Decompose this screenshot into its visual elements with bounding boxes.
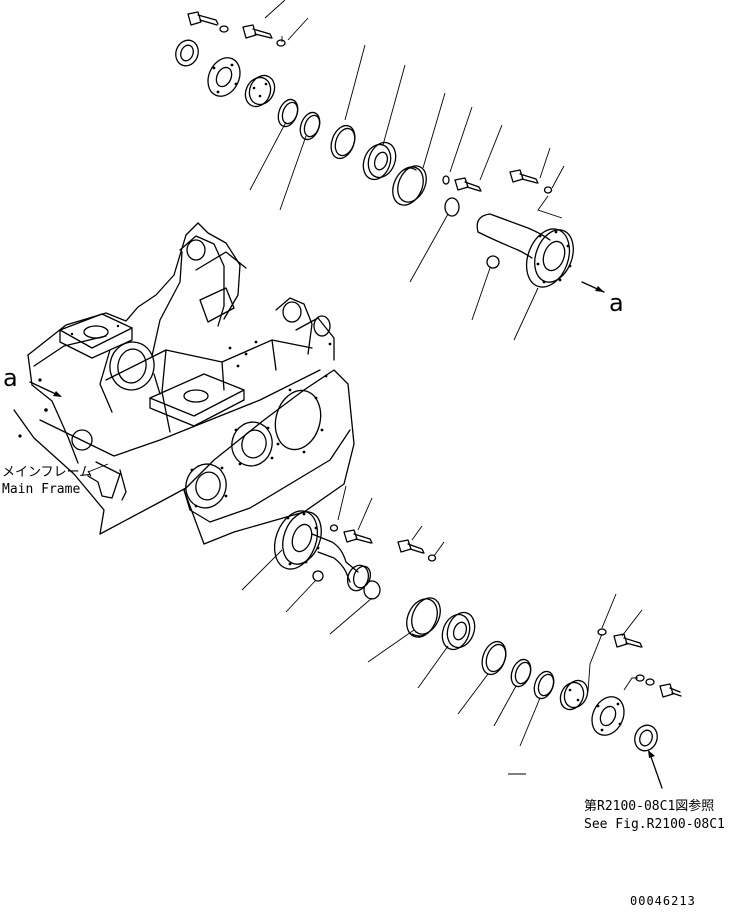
lower-bearing xyxy=(441,611,476,651)
upper-retainer-plate xyxy=(392,165,427,206)
upper-bolt-1 xyxy=(187,11,229,33)
upper-leader-lines xyxy=(249,0,565,341)
main-frame xyxy=(13,222,355,545)
upper-bolt-4 xyxy=(509,169,553,194)
upper-bearing xyxy=(362,141,397,181)
upper-small-washer xyxy=(442,175,450,185)
reference-label-jp: 第R2100-08C1図参照 xyxy=(584,799,715,814)
view-marker-left: a xyxy=(3,364,18,392)
lower-retainer-plate xyxy=(406,597,441,638)
lower-bolt-1 xyxy=(329,524,373,544)
upper-arrow-to-a xyxy=(581,281,605,293)
document-number: 00046213 xyxy=(630,894,696,908)
main-frame-leader xyxy=(87,463,109,473)
left-arrow-from-a xyxy=(29,381,62,397)
upper-cover-flange xyxy=(207,57,241,97)
lower-bolt-2 xyxy=(397,539,437,562)
upper-plug-washer xyxy=(444,197,460,217)
upper-axle-shaft-housing xyxy=(476,213,574,288)
reference-arrow xyxy=(648,750,663,789)
lower-leader-lines xyxy=(241,485,643,775)
lower-cover-flange xyxy=(591,696,625,736)
lower-bolt-4 xyxy=(635,674,682,698)
upper-oil-seal xyxy=(175,39,199,67)
lower-bolt-3 xyxy=(597,628,643,648)
upper-bearing-cage xyxy=(244,74,276,108)
view-marker-upper: a xyxy=(609,289,624,317)
upper-bolt-2 xyxy=(242,24,286,47)
main-frame-label-jp: メインフレーム xyxy=(2,465,93,480)
lower-plug-washer xyxy=(363,580,381,600)
lower-bearing-cage xyxy=(559,679,589,711)
upper-snap-ring-1 xyxy=(277,98,299,128)
upper-bolt-3 xyxy=(454,177,482,192)
reference-label-en: See Fig.R2100-08C1 xyxy=(584,817,725,832)
upper-o-ring xyxy=(330,124,356,160)
upper-snap-ring-2 xyxy=(299,111,321,141)
lower-o-ring xyxy=(481,640,507,676)
lower-axle-shaft-housing xyxy=(273,510,372,592)
lower-oil-seal xyxy=(634,724,658,752)
lower-snap-ring-2 xyxy=(533,670,555,700)
main-frame-label-en: Main Frame xyxy=(2,482,81,497)
lower-snap-ring-1 xyxy=(510,658,532,688)
